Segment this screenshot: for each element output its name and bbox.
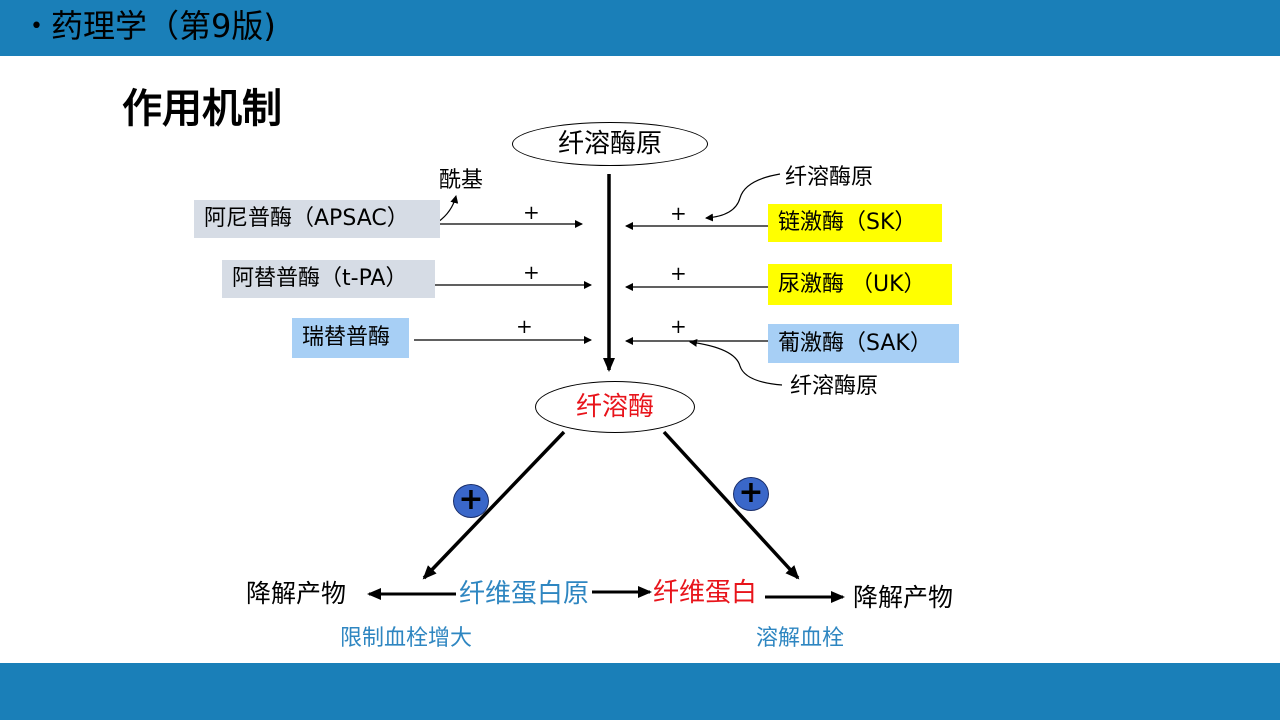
plasminogen-sak-curve-arrow	[689, 338, 783, 386]
plasmin-to-right-arrow	[662, 430, 800, 580]
acyl-curve-arrow	[437, 195, 459, 223]
degradation-right-label: 降解产物	[853, 583, 954, 612]
drug-sak: 葡激酶（SAK）	[768, 324, 959, 363]
header-title: 药理学（第9版)	[50, 7, 276, 45]
limit-thrombus-label: 限制血栓增大	[340, 626, 473, 651]
drug-sk: 链激酶（SK）	[768, 204, 942, 242]
slide-header: • 药理学（第9版)	[30, 4, 276, 49]
plus-sign-reteplase: +	[516, 314, 533, 338]
bullet-icon: •	[30, 14, 43, 39]
fibrin-label: 纤维蛋白	[653, 578, 758, 608]
drug-reteplase: 瑞替普酶	[292, 318, 409, 358]
plasminogen-sk-curve-arrow	[705, 173, 781, 222]
circle-plus-right-icon: +	[733, 477, 769, 511]
plasminogen-node: 纤溶酶原	[512, 122, 708, 166]
fibrinogen-label: 纤维蛋白原	[459, 579, 590, 609]
plus-sign-sk: +	[670, 201, 687, 225]
plus-sign-tpa: +	[523, 260, 540, 284]
plasminogen-sk-label: 纤溶酶原	[785, 165, 874, 190]
plasminogen-node-label: 纤溶酶原	[557, 129, 662, 159]
plasmin-to-left-arrow	[422, 430, 566, 580]
drug-apsac: 阿尼普酶（APSAC）	[194, 200, 440, 238]
degradation-left-label: 降解产物	[246, 579, 347, 608]
plus-sign-uk: +	[670, 261, 687, 285]
plasminogen-sak-label: 纤溶酶原	[790, 374, 879, 399]
plus-sign-sak: +	[670, 314, 687, 338]
section-title: 作用机制	[122, 86, 282, 132]
drug-uk: 尿激酶 （UK）	[768, 264, 952, 305]
acyl-label: 酰基	[439, 168, 484, 193]
plus-sign-apsac: +	[523, 200, 540, 224]
footer-bar	[0, 663, 1280, 720]
circle-plus-left-icon: +	[453, 484, 489, 518]
drug-tpa: 阿替普酶（t-PA）	[222, 260, 435, 298]
header-bar: • 药理学（第9版)	[0, 0, 1280, 56]
plasmin-node-label: 纤溶酶	[575, 392, 654, 422]
dissolve-thrombus-label: 溶解血栓	[756, 626, 845, 651]
plasmin-node: 纤溶酶	[535, 381, 695, 433]
